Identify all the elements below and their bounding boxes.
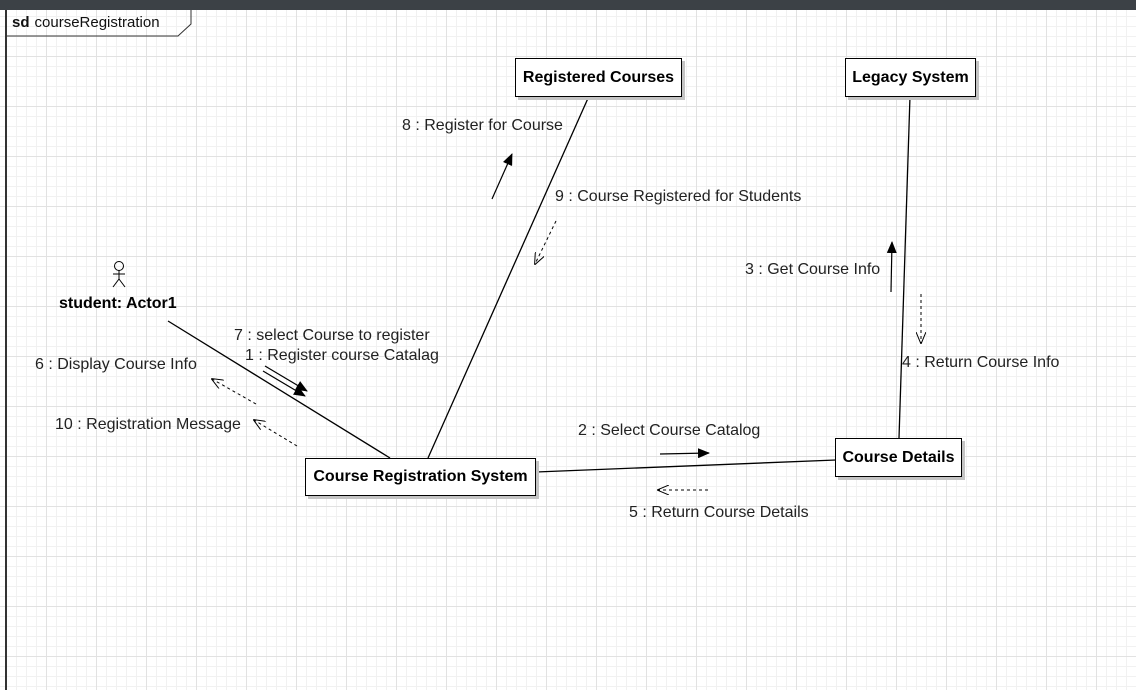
- object-legacy-system[interactable]: Legacy System: [845, 58, 976, 97]
- message-label-4: 4 : Return Course Info: [902, 354, 1060, 371]
- arrow-msg-6: [212, 379, 257, 405]
- object-course-details[interactable]: Course Details: [835, 438, 962, 477]
- frame-keyword: sd: [12, 14, 30, 31]
- message-label-8: 8 : Register for Course: [402, 117, 563, 134]
- stick-figure-icon: [112, 261, 126, 288]
- message-label-9: 9 : Course Registered for Students: [555, 188, 802, 205]
- arrow-msg-7: [262, 370, 306, 397]
- message-label-3: 3 : Get Course Info: [745, 261, 881, 278]
- frame-left-border: [5, 10, 7, 690]
- arrow-msg-9: [535, 220, 557, 264]
- object-course-registration-system[interactable]: Course Registration System: [305, 458, 536, 496]
- message-label-7: 7 : select Course to register: [234, 327, 430, 344]
- arrow-msg-3: [886, 241, 897, 293]
- link-course-details-legacy: [898, 95, 911, 439]
- link-crs-registered-courses: [427, 95, 590, 459]
- message-label-5: 5 : Return Course Details: [629, 504, 809, 521]
- arrow-msg-1: [264, 365, 308, 392]
- arrow-msg-8: [491, 153, 513, 200]
- arrow-msg-10: [254, 420, 298, 447]
- arrow-msg-2: [659, 448, 710, 459]
- message-label-6: 6 : Display Course Info: [35, 356, 197, 373]
- frame-name: courseRegistration: [34, 14, 160, 31]
- frame-tab-border: [6, 10, 192, 37]
- link-crs-course-details: [535, 459, 837, 473]
- message-label-10: 10 : Registration Message: [55, 416, 241, 433]
- actor-label: student: Actor1: [59, 295, 177, 312]
- object-registered-courses[interactable]: Registered Courses: [515, 58, 682, 97]
- message-label-1: 1 : Register course Catalag: [245, 347, 439, 364]
- message-label-2: 2 : Select Course Catalog: [578, 422, 761, 439]
- top-bar: [0, 0, 1136, 10]
- link-actor-crs: [167, 320, 391, 459]
